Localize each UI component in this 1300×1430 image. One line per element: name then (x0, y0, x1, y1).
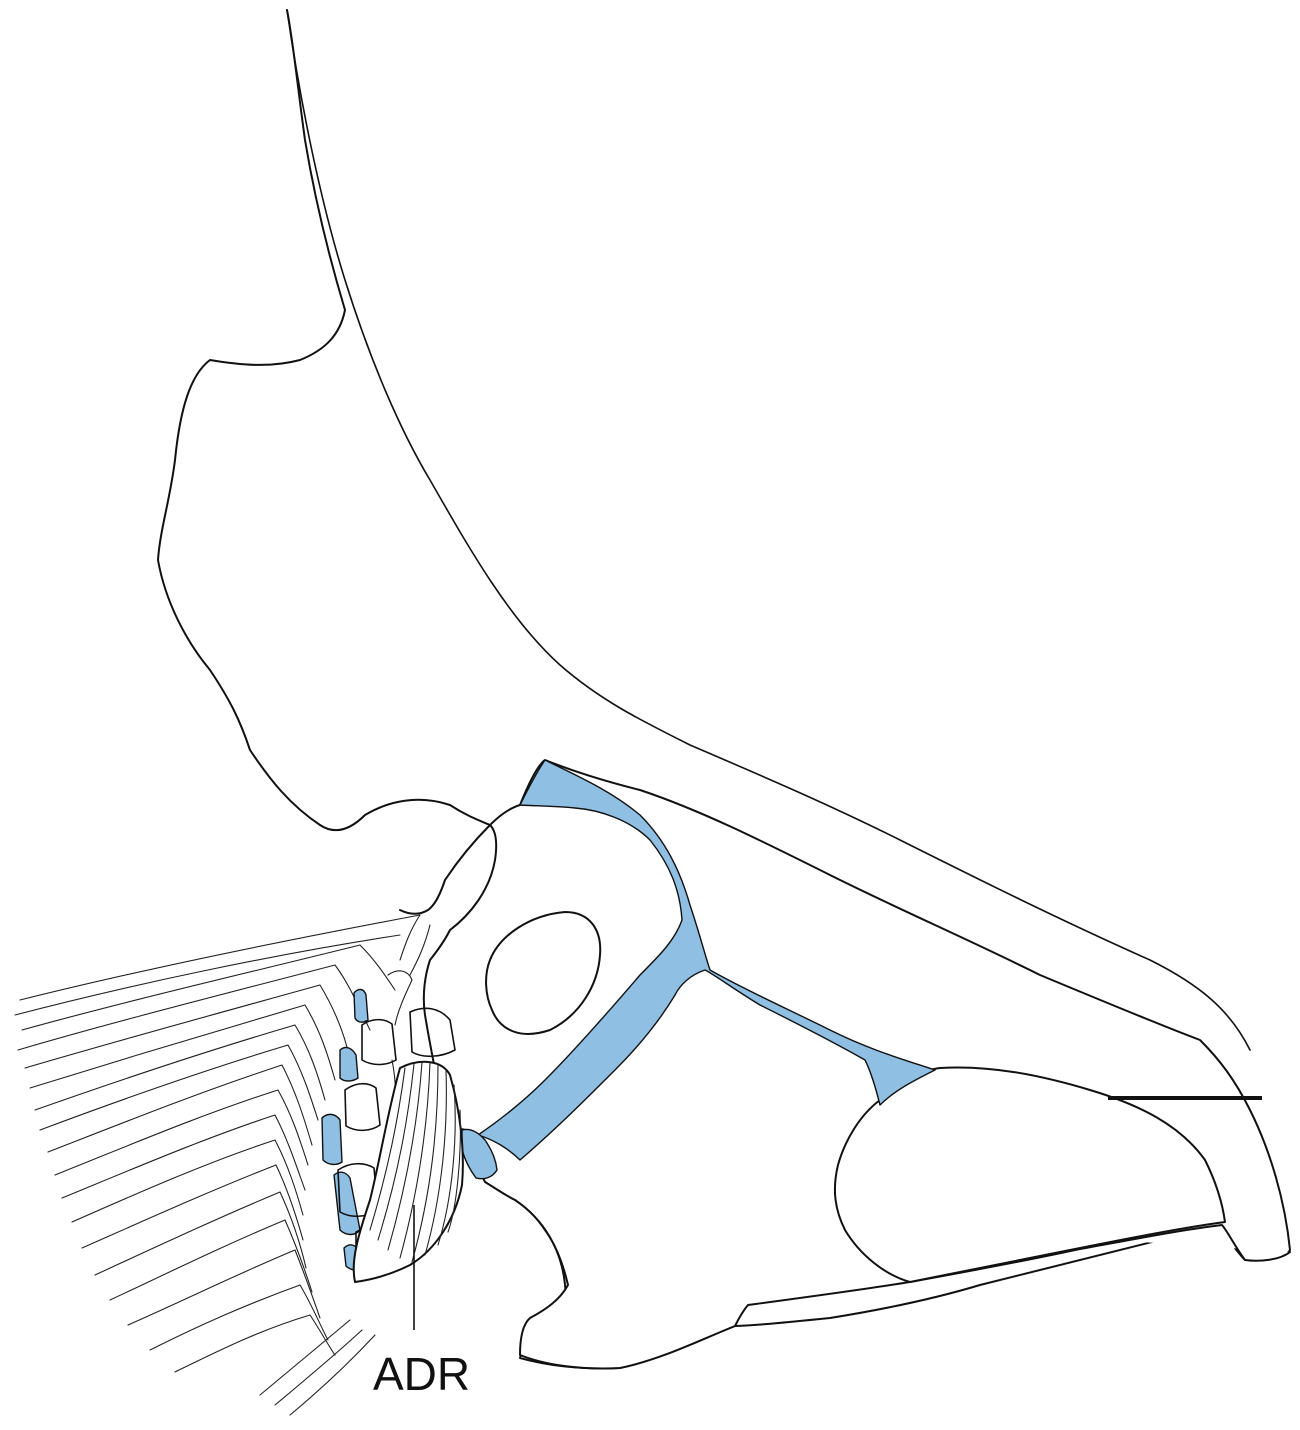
cartilage-vertebral-1 (354, 989, 368, 1022)
cartilage-vertebral-3 (322, 1114, 342, 1164)
muscle-bundle (354, 1062, 463, 1282)
cartilage-vertebral-2 (340, 1048, 358, 1081)
vertebra-3 (345, 1084, 380, 1131)
vertebra-1 (362, 1020, 396, 1065)
adr-label: ADR (373, 1348, 470, 1400)
